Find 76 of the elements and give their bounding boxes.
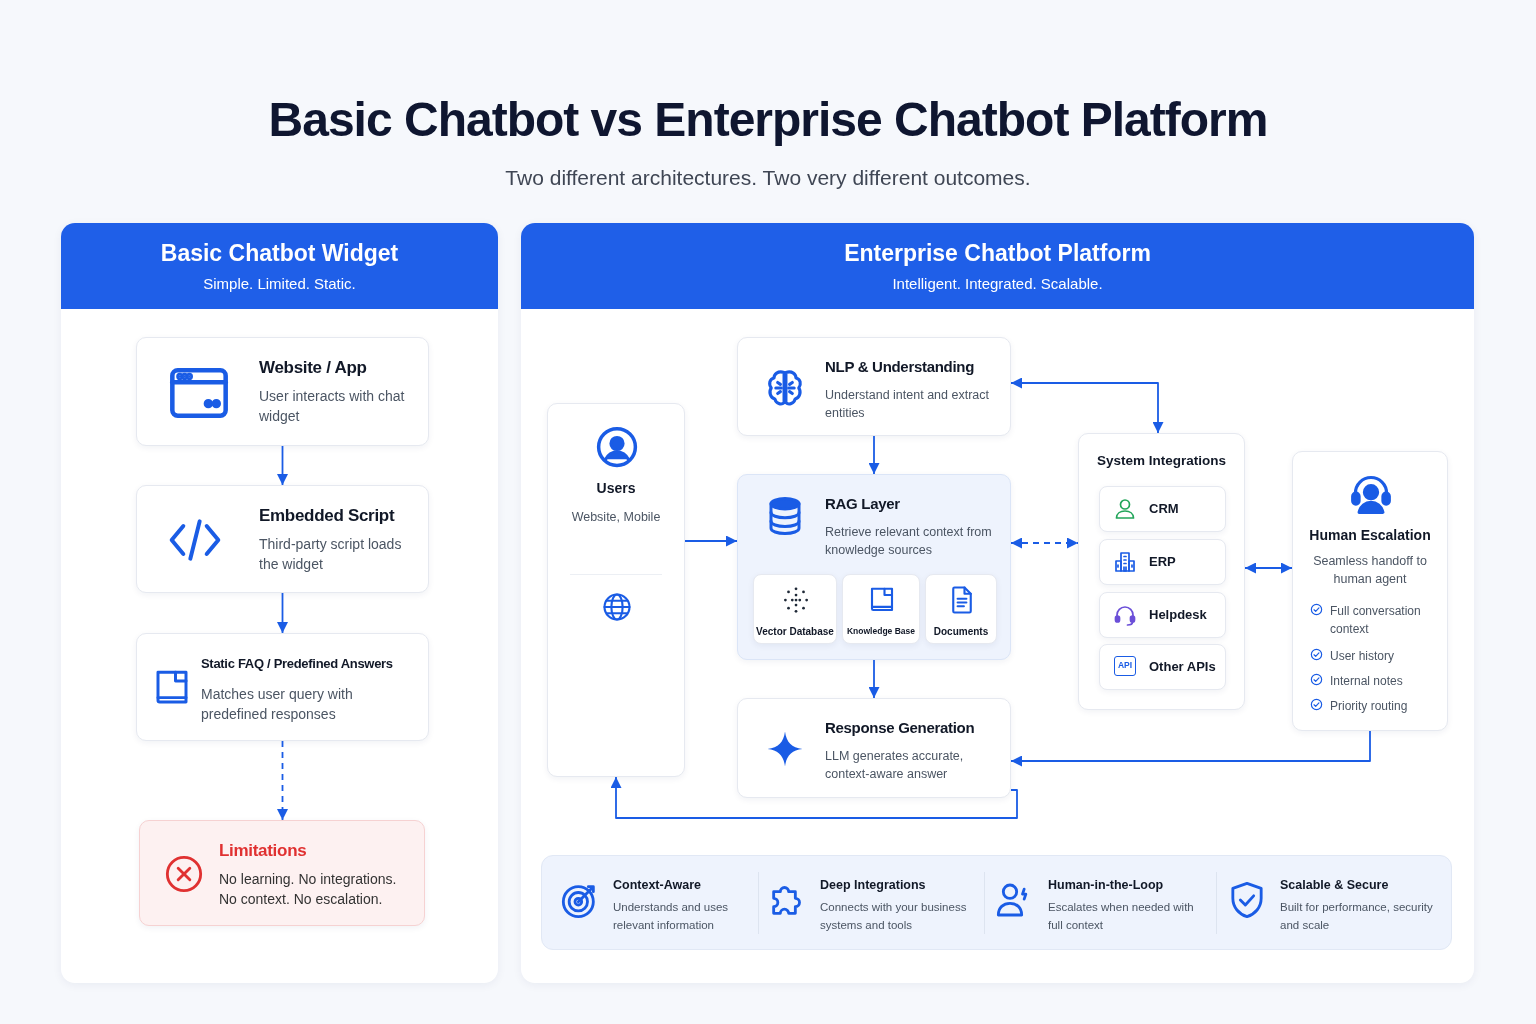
process-box	[737, 698, 1011, 798]
arrow	[1244, 562, 1293, 574]
feature-band	[541, 855, 1452, 950]
arrow	[277, 592, 288, 634]
integration-box	[1099, 539, 1226, 585]
arrow	[277, 445, 288, 486]
node-description: Matches user query with predefined responses	[201, 685, 354, 725]
node-title: Human Escalation	[1308, 527, 1432, 543]
warning-box	[139, 820, 425, 926]
node-title: Static FAQ / Predefined Answers	[201, 656, 394, 671]
checklist-item: Internal notes	[1330, 673, 1404, 690]
subtitle: Two different architectures. Two very different outcomes.	[504, 166, 1032, 190]
checklist-item: Priority routing	[1330, 698, 1409, 715]
panel	[61, 223, 498, 983]
arrow	[1010, 537, 1079, 549]
node-title: Limitations	[219, 841, 308, 861]
source-label: Knowledge Base	[846, 626, 916, 636]
node-title: NLP & Understanding	[825, 358, 976, 375]
channel-card	[547, 403, 685, 777]
source-label: Documents	[932, 626, 990, 637]
node-title: Embedded Script	[259, 506, 396, 526]
arrow	[1010, 730, 1371, 767]
integration-box	[1099, 592, 1226, 638]
source-card	[753, 574, 837, 644]
node-description: LLM generates accurate, context-aware answer	[825, 748, 965, 784]
panel-title: Enterprise Chatbot Platform	[843, 240, 1152, 267]
node-description: Retrieve relevant context from knowledge sources	[825, 524, 993, 560]
arrow	[868, 659, 880, 699]
node-description: No learning. No integrations. No context. No escalation.	[219, 870, 398, 910]
feature-title: Context-Aware	[613, 878, 702, 892]
item-label: ERP	[1149, 554, 1176, 569]
process-box	[136, 337, 429, 446]
process-box	[136, 485, 429, 593]
feature-title: Deep Integrations	[820, 878, 927, 892]
checklist-item: Full conversation context	[1330, 603, 1422, 638]
integration-box	[1099, 486, 1226, 532]
group-title: System Integrations	[1095, 453, 1227, 468]
item-label: Helpdesk	[1149, 607, 1207, 622]
feature-description: Escalates when needed with full context	[1048, 900, 1195, 934]
node-description: Understand intent and extract entities	[825, 387, 990, 423]
node-description: User interacts with chat widget	[259, 387, 406, 427]
integration-box	[1099, 644, 1226, 690]
node-title: Website / App	[259, 358, 368, 378]
feature-description: Built for performance, security and scale	[1280, 900, 1434, 934]
feature-description: Connects with your business systems and tools	[820, 900, 968, 934]
node-description: Website, Mobile	[570, 509, 662, 526]
node-description: Seamless handoff to human agent	[1312, 553, 1428, 589]
source-card	[925, 574, 997, 644]
group-box	[1078, 433, 1245, 710]
arrow	[684, 535, 738, 547]
arrow	[1010, 377, 1164, 434]
feature-description: Understands and uses relevant information	[613, 900, 730, 934]
node-title: RAG Layer	[825, 495, 901, 512]
checklist-item: User history	[1330, 648, 1395, 665]
node-description: Third-party script loads the widget	[259, 535, 403, 575]
arrow	[610, 776, 1018, 819]
panel-title: Basic Chatbot Widget	[159, 240, 400, 267]
arrow	[277, 740, 288, 821]
title: Basic Chatbot vs Enterprise Chatbot Platform	[267, 92, 1269, 147]
panel	[521, 223, 1474, 983]
escalation-card	[1292, 451, 1448, 731]
panel-subtitle: Intelligent. Integrated. Scalable.	[891, 275, 1104, 292]
item-label: Other APIs	[1149, 659, 1216, 674]
node-title: Response Generation	[825, 719, 976, 736]
process-box	[136, 633, 429, 741]
node-title: Users	[595, 480, 637, 496]
panel-subtitle: Simple. Limited. Static.	[202, 275, 357, 292]
api-badge: API	[1114, 656, 1136, 676]
source-label: Vector Database	[755, 626, 835, 637]
feature-title: Scalable & Secure	[1280, 878, 1390, 892]
source-card	[842, 574, 920, 644]
process-box	[737, 337, 1011, 436]
feature-title: Human-in-the-Loop	[1048, 878, 1165, 892]
arrow	[868, 435, 880, 475]
process-box	[737, 474, 1011, 660]
item-label: CRM	[1149, 501, 1179, 516]
